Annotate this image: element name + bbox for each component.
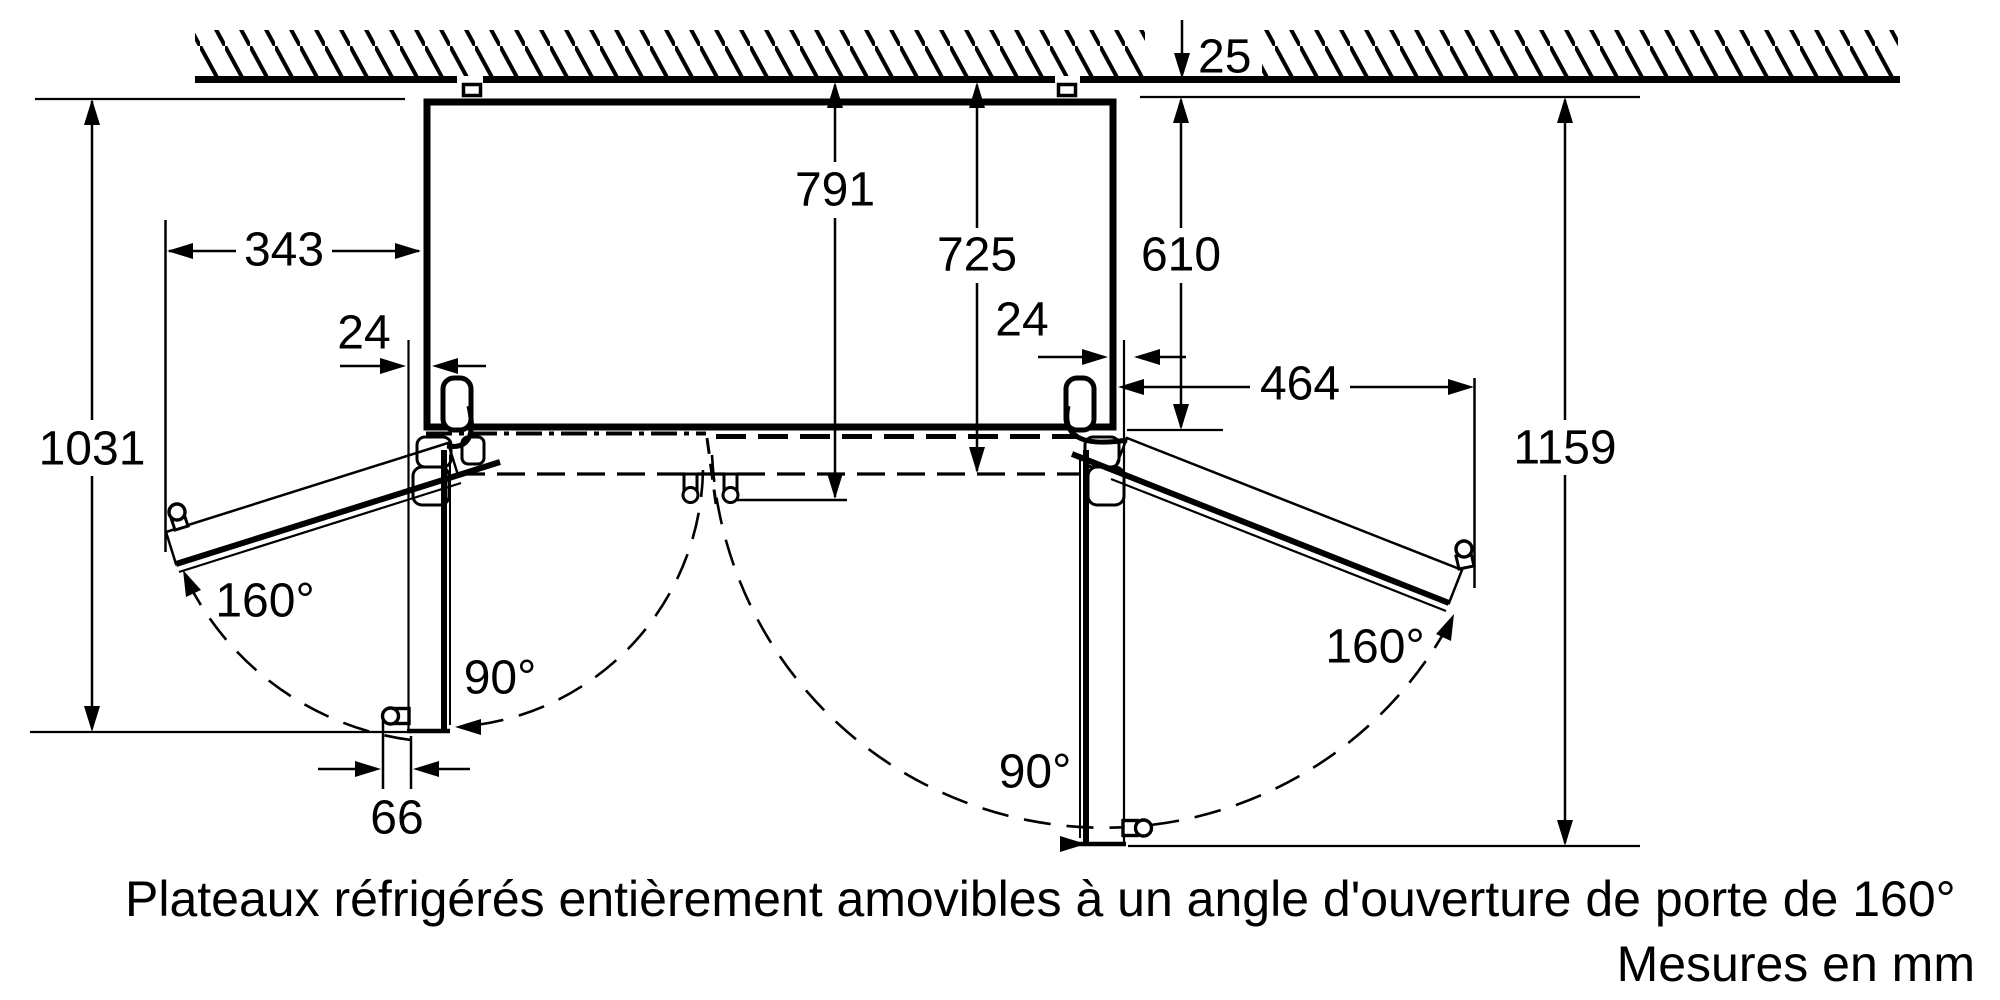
right-door-handle-post [721, 486, 740, 504]
dim-label-791: 791 [795, 164, 875, 217]
left-hinge-pin [461, 82, 483, 98]
door-swing-arcs [182, 454, 1452, 830]
right-door-90-handle [1133, 818, 1154, 838]
center-handles [681, 472, 847, 504]
dim-label-24-left: 24 [337, 307, 390, 360]
left-hinge-assembly [411, 375, 486, 507]
dim-label-66: 66 [370, 792, 423, 845]
angle-label-90-left: 90° [464, 652, 537, 705]
dim-label-1159: 1159 [1513, 422, 1616, 475]
right-door-160-handle [1454, 539, 1474, 559]
angle-label-90-right: 90° [999, 746, 1072, 799]
right-hinge-pin [1056, 82, 1078, 98]
left-door-160 [164, 441, 501, 574]
arc-arrowheads [183, 570, 1454, 852]
reference-lines [30, 95, 1640, 848]
right-hinge-assembly [1063, 375, 1128, 507]
right-swing-arc [710, 454, 1452, 830]
left-door-90-handle [380, 706, 401, 726]
angle-label-160-right: 160° [1325, 621, 1424, 674]
dimension-arrowheads [84, 53, 1573, 846]
dim-label-25: 25 [1198, 31, 1251, 84]
dim-label-464: 464 [1260, 358, 1340, 411]
fridge-cabinet [423, 82, 1117, 431]
right-door-160 [1070, 436, 1476, 613]
dim-label-610: 610 [1141, 229, 1221, 282]
left-door-handle-post [681, 486, 700, 504]
left-outer-swing-arc [182, 573, 412, 742]
left-door-160-handle [167, 502, 187, 522]
dim-label-24-right: 24 [995, 294, 1048, 347]
caption: Plateaux réfrigérés entièrement amovible… [125, 871, 1956, 927]
dim-label-1031: 1031 [39, 423, 146, 476]
angle-label-160-left: 160° [215, 575, 314, 628]
center-split-line [705, 437, 718, 505]
dim-label-725: 725 [937, 229, 1017, 282]
units-note: Mesures en mm [1617, 936, 1975, 992]
closed-door-outline [417, 431, 1080, 505]
left-door-90 [380, 340, 451, 734]
right-door-90 [1079, 340, 1154, 847]
wall-hatching [195, 30, 1900, 83]
dim-label-343: 343 [244, 224, 324, 277]
left-inner-swing-arc [467, 469, 705, 728]
